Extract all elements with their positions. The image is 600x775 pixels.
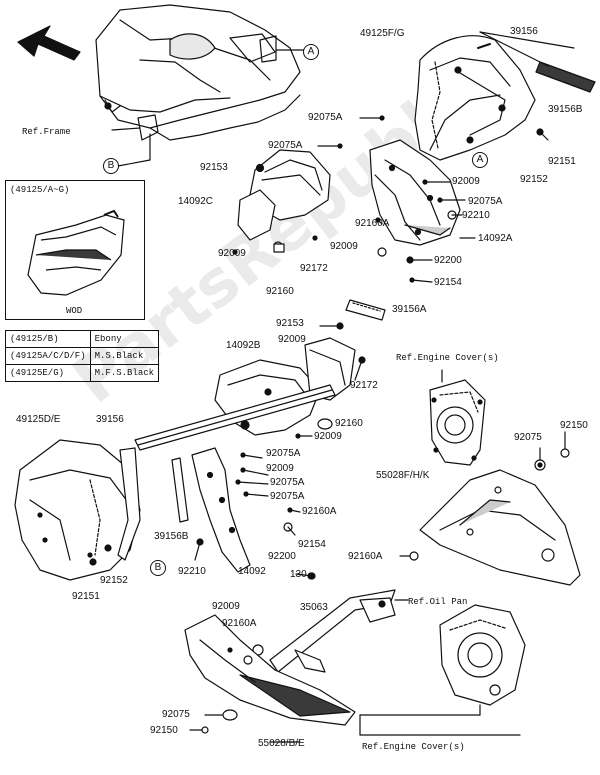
ref-engine-cover-bottom-label: Ref.Engine Cover(s) bbox=[362, 742, 465, 752]
part-label: 92075A bbox=[268, 140, 303, 151]
trim-strip-39156a bbox=[345, 299, 386, 321]
part-label: 39156B bbox=[548, 104, 583, 115]
part-label: 92075 bbox=[514, 432, 542, 443]
part-label: 92009 bbox=[314, 431, 342, 442]
part-label: 14092 bbox=[238, 566, 266, 577]
part-label: 92153 bbox=[200, 162, 228, 173]
part-label: 92172 bbox=[300, 263, 328, 274]
variant-code: (49125A/C/D/F) bbox=[5, 347, 91, 365]
color-variant-table: (49125/B) Ebony (49125A/C/D/F) M.S.Black… bbox=[5, 330, 160, 382]
part-label: 92009 bbox=[278, 334, 306, 345]
front-direction-arrow-icon bbox=[17, 25, 81, 61]
part-label: 14092A bbox=[478, 233, 513, 244]
part-label: 92151 bbox=[548, 156, 576, 167]
callout-b-bracket: B bbox=[150, 560, 166, 576]
part-label: 92151 bbox=[72, 591, 100, 602]
part-label: 92075A bbox=[468, 196, 503, 207]
ref-engine-cover-top-label: Ref.Engine Cover(s) bbox=[396, 353, 499, 363]
part-label: 130 bbox=[290, 569, 307, 580]
inset-caption: WOD bbox=[66, 306, 83, 316]
callout-a-cowling: A bbox=[472, 152, 488, 168]
part-label: 92152 bbox=[100, 575, 128, 586]
ref-oil-pan-label: Ref.Oil Pan bbox=[408, 597, 468, 607]
fasteners-right bbox=[399, 431, 570, 561]
part-label: 49125D/E bbox=[16, 414, 61, 425]
table-row: (49125A/C/D/F) M.S.Black bbox=[5, 347, 160, 365]
part-label: 92160A bbox=[222, 618, 257, 629]
upper-cowling-right bbox=[414, 35, 536, 161]
part-label: 92009 bbox=[212, 601, 240, 612]
variant-color: M.F.S.Black bbox=[89, 364, 160, 382]
part-label: 92154 bbox=[298, 539, 326, 550]
inner-panel-14092a bbox=[369, 139, 461, 246]
part-label: 49125F/G bbox=[360, 28, 405, 39]
reference-brackets bbox=[269, 704, 521, 743]
part-label: 92160A bbox=[348, 551, 383, 562]
bracket-mid bbox=[191, 447, 251, 573]
variant-color: Ebony bbox=[89, 330, 160, 348]
part-label: 92009 bbox=[330, 241, 358, 252]
table-row: (49125E/G) M.F.S.Black bbox=[5, 364, 160, 382]
part-label: 14092C bbox=[178, 196, 214, 207]
part-label: 39156B bbox=[154, 531, 189, 542]
bracket-35063 bbox=[252, 589, 409, 673]
inner-panel-14092c bbox=[237, 149, 331, 253]
variant-code: (49125/B) bbox=[5, 330, 91, 348]
trim-strip-39156-mid bbox=[134, 384, 336, 451]
part-label: 92160A bbox=[302, 506, 337, 517]
leader-lines-mid bbox=[194, 325, 363, 561]
part-label: 92075A bbox=[270, 477, 305, 488]
part-label: 92150 bbox=[560, 420, 588, 431]
part-label: 92200 bbox=[434, 255, 462, 266]
part-label: 39156 bbox=[510, 26, 538, 37]
part-label: 55028F/H/K bbox=[376, 470, 430, 481]
part-label: 92150 bbox=[150, 725, 178, 736]
part-label: 92154 bbox=[434, 277, 462, 288]
engine-cover-bottom bbox=[439, 604, 526, 706]
engine-cover-top bbox=[429, 379, 486, 466]
part-label: 92160 bbox=[335, 418, 363, 429]
inset-cowling-drawing bbox=[27, 209, 125, 296]
ref-frame-label: Ref.Frame bbox=[22, 127, 71, 137]
part-label: 92009 bbox=[218, 248, 246, 259]
part-label: 92075A bbox=[266, 448, 301, 459]
part-label: 39156A bbox=[392, 304, 427, 315]
part-label: 55028/B/E bbox=[258, 738, 305, 749]
part-label: 92009 bbox=[452, 176, 480, 187]
part-label: 35063 bbox=[300, 602, 328, 613]
part-label: 92153 bbox=[276, 318, 304, 329]
inset-title: (49125/A~G) bbox=[10, 185, 70, 195]
frame-assembly bbox=[95, 4, 303, 161]
part-label: 92075A bbox=[270, 491, 305, 502]
lower-cowling-right bbox=[419, 469, 581, 586]
lower-cowling-left bbox=[184, 614, 356, 726]
fasteners-bottom bbox=[189, 709, 238, 734]
part-label: 92200 bbox=[268, 551, 296, 562]
part-label: 39156 bbox=[96, 414, 124, 425]
callout-b-frame: B bbox=[103, 158, 119, 174]
part-label: 92210 bbox=[462, 210, 490, 221]
wod-variant-inset: (49125/A~G) WOD bbox=[5, 180, 145, 320]
leader-lines-top bbox=[317, 117, 549, 283]
trim-strip-39156b bbox=[535, 61, 596, 93]
variant-color: M.S.Black bbox=[89, 347, 160, 365]
part-label: 92152 bbox=[520, 174, 548, 185]
table-row: (49125/B) Ebony bbox=[5, 330, 160, 348]
part-label: 92172 bbox=[350, 380, 378, 391]
part-label: 14092B bbox=[226, 340, 261, 351]
part-label: 92009 bbox=[266, 463, 294, 474]
part-label: 92160 bbox=[266, 286, 294, 297]
part-label: 92075 bbox=[162, 709, 190, 720]
variant-code: (49125E/G) bbox=[5, 364, 91, 382]
part-label: 92160A bbox=[355, 218, 390, 229]
side-bracket-left bbox=[89, 447, 141, 566]
trim-strip-39156b-mid bbox=[171, 457, 189, 523]
part-label: 92075A bbox=[308, 112, 343, 123]
callout-a-frame: A bbox=[303, 44, 319, 60]
part-label: 92210 bbox=[178, 566, 206, 577]
